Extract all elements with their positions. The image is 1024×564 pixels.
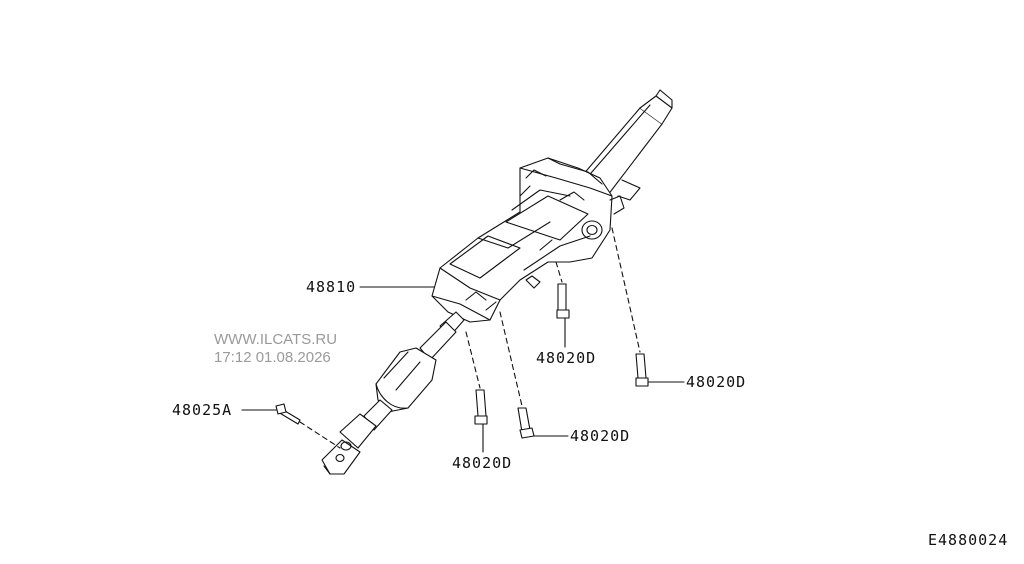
figure-id: E4880024 [928,531,1009,549]
universal-joint [321,413,377,475]
watermark: WWW.ILCATS.RU 17:12 01.08.2026 [214,331,337,367]
bolt-2-drawing [499,311,535,439]
callout-48020d-middle[interactable]: 48020D [570,427,631,445]
watermark-url: WWW.ILCATS.RU [214,331,338,348]
callout-48020d-bottom[interactable]: 48020D [452,454,513,472]
callout-48025a[interactable]: 48025A [172,401,233,419]
bolt-left-drawing [275,403,341,449]
lower-shaft [363,311,465,431]
column-housing [431,157,641,323]
bolt-3-drawing [555,261,570,319]
callout-48810[interactable]: 48810 [306,278,357,296]
leader-lines [241,286,685,453]
bolt-4-drawing [611,227,649,387]
bolt-1-drawing [465,331,488,425]
callout-48020d-upper[interactable]: 48020D [536,349,597,367]
callout-48020d-right[interactable]: 48020D [686,373,747,391]
watermark-timestamp: 17:12 01.08.2026 [214,349,331,366]
